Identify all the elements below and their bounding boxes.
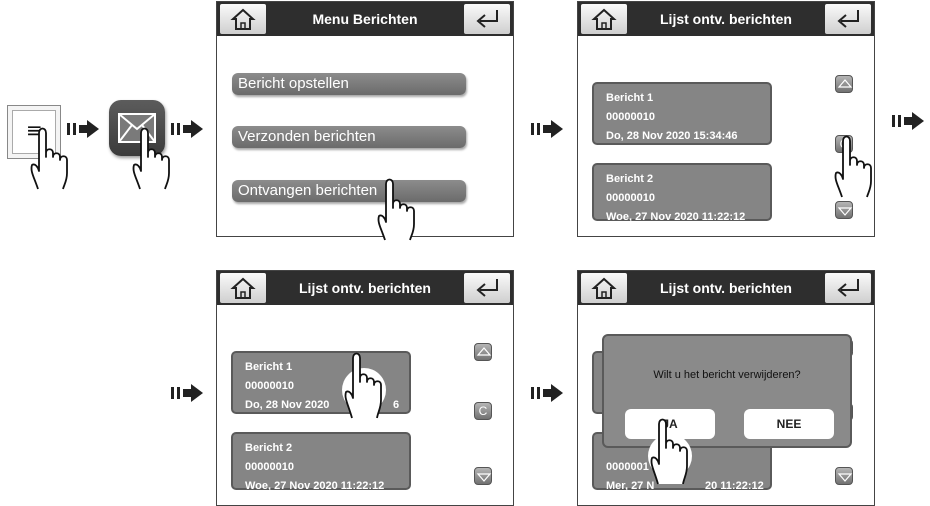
clear-button-label: C (478, 404, 488, 418)
message-number: 0000001 (606, 461, 649, 473)
back-button[interactable] (464, 273, 510, 303)
message-number: 00000010 (606, 192, 655, 204)
home-icon (591, 277, 617, 299)
menu-item-sent[interactable]: Verzonden berichten (232, 126, 466, 148)
screen-header: Lijst ontv. berichten (217, 271, 513, 305)
menu-item-received[interactable]: Ontvangen berichten (232, 180, 466, 202)
pointing-hand-icon (834, 135, 872, 198)
arrow-right-icon (531, 384, 563, 402)
home-button[interactable] (220, 273, 266, 303)
back-button[interactable] (825, 4, 871, 34)
back-button[interactable] (464, 4, 510, 34)
back-icon (476, 10, 498, 28)
message-title: Bericht 1 (606, 92, 654, 104)
scroll-up-button[interactable] (835, 75, 853, 93)
home-icon (230, 277, 256, 299)
scroll-up-icon (476, 347, 492, 356)
arrow-right-icon (892, 112, 924, 130)
back-icon (837, 10, 859, 28)
message-card-2[interactable]: Bericht 2 00000010 Woe, 27 Nov 2020 11:2… (231, 432, 411, 492)
dialog-message: Wilt u het bericht verwijderen? (653, 369, 801, 381)
scroll-up-icon (837, 79, 853, 88)
scroll-down-icon (476, 473, 492, 482)
message-number: 00000010 (245, 461, 294, 473)
scroll-down-button[interactable] (474, 467, 492, 485)
pointing-hand-icon (377, 178, 415, 241)
confirm-dialog: Wilt u het bericht verwijderen? JA NEE (602, 334, 852, 448)
screen-header: Lijst ontv. berichten (578, 2, 874, 36)
pointing-hand-icon (30, 127, 68, 190)
screen-header: Menu Berichten (217, 2, 513, 36)
home-button[interactable] (581, 4, 627, 34)
screen-title: Menu Berichten (312, 11, 418, 27)
menu-screen: Menu Berichten Bericht opstellen Verzond… (216, 1, 514, 237)
pointing-hand-icon (648, 418, 692, 485)
home-icon (230, 8, 256, 30)
pointing-hand-icon (132, 127, 170, 190)
home-icon (591, 8, 617, 30)
scroll-up-button[interactable] (474, 343, 492, 361)
scroll-down-icon (837, 207, 853, 216)
menu-item-compose[interactable]: Bericht opstellen (232, 73, 466, 95)
received-list-screen: Lijst ontv. berichten Bericht 1 00000010… (577, 1, 875, 237)
message-date: Woe, 27 Nov 2020 11:22:12 (606, 211, 746, 223)
arrow-right-icon (531, 120, 563, 138)
message-title: Bericht 1 (245, 361, 293, 373)
scroll-down-button[interactable] (835, 201, 853, 219)
message-title: Bericht 2 (606, 173, 654, 185)
clear-button[interactable]: C (474, 402, 492, 420)
pointing-hand-icon (342, 352, 386, 419)
screen-title: Lijst ontv. berichten (299, 280, 431, 296)
message-card-1[interactable]: Bericht 1 00000010 Do, 28 Nov 2020 15:34… (592, 82, 772, 145)
arrow-right-icon (67, 120, 99, 138)
arrow-right-icon (171, 120, 203, 138)
message-date: Do, 28 Nov 2020 15:34:46 (606, 130, 738, 142)
scroll-down-button[interactable] (835, 467, 853, 485)
screen-title: Lijst ontv. berichten (660, 280, 792, 296)
message-date: Woe, 27 Nov 2020 11:22:12 (245, 480, 385, 492)
screen-header: Lijst ontv. berichten (578, 271, 874, 305)
home-button[interactable] (581, 273, 627, 303)
back-icon (837, 279, 859, 297)
back-button[interactable] (825, 273, 871, 303)
arrow-right-icon (171, 384, 203, 402)
message-title: Bericht 2 (245, 442, 293, 454)
message-number: 00000010 (606, 111, 655, 123)
no-button[interactable]: NEE (744, 409, 834, 439)
back-icon (476, 279, 498, 297)
scroll-down-icon (837, 473, 853, 482)
home-button[interactable] (220, 4, 266, 34)
screen-title: Lijst ontv. berichten (660, 11, 792, 27)
message-number: 00000010 (245, 380, 294, 392)
message-card-2[interactable]: Bericht 2 00000010 Woe, 27 Nov 2020 11:2… (592, 163, 772, 223)
